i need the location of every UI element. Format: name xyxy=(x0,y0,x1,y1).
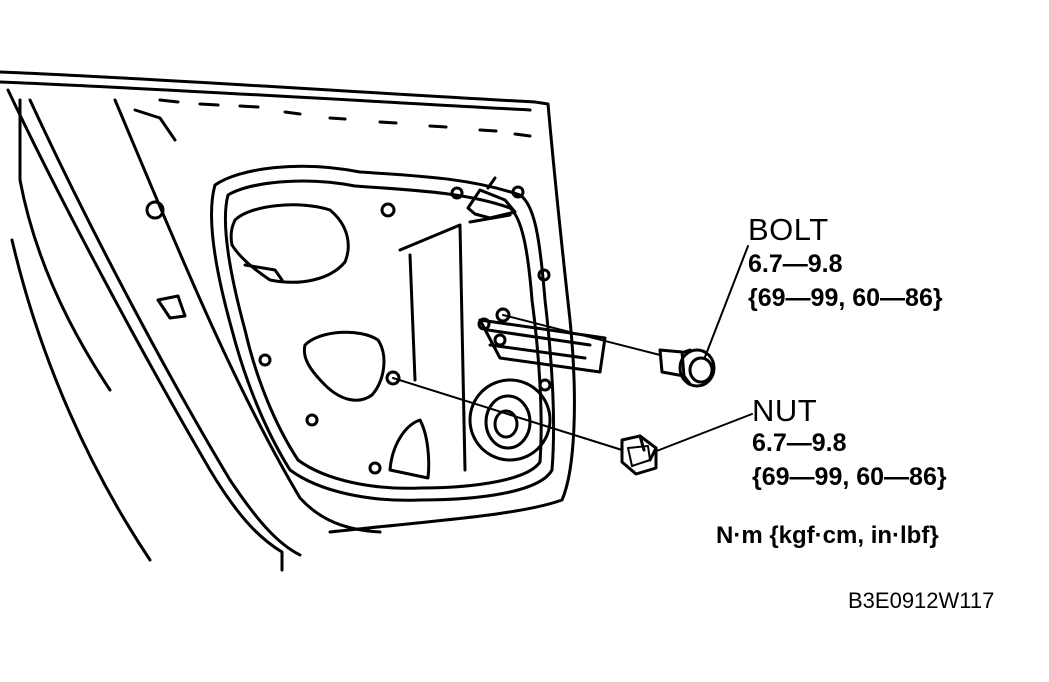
callout-leaders xyxy=(653,245,753,453)
door-module-panel xyxy=(209,164,607,502)
door-shell xyxy=(0,70,576,572)
bolt-icon xyxy=(658,348,716,388)
torque-units-legend: N·m {kgf·cm, in·lbf} xyxy=(716,522,939,549)
nut-torque-alt-units: {69—99, 60—86} xyxy=(752,463,947,491)
bolt-torque-range: 6.7—9.8 xyxy=(748,250,843,278)
figure-code: B3E0912W117 xyxy=(848,588,995,613)
fastener-leaders xyxy=(392,314,661,451)
bolt-label: BOLT xyxy=(748,212,829,247)
nut-torque-range: 6.7—9.8 xyxy=(752,429,847,457)
nut-icon xyxy=(620,434,658,476)
nut-label: NUT xyxy=(752,393,818,428)
bolt-torque-alt-units: {69—99, 60—86} xyxy=(748,284,943,312)
